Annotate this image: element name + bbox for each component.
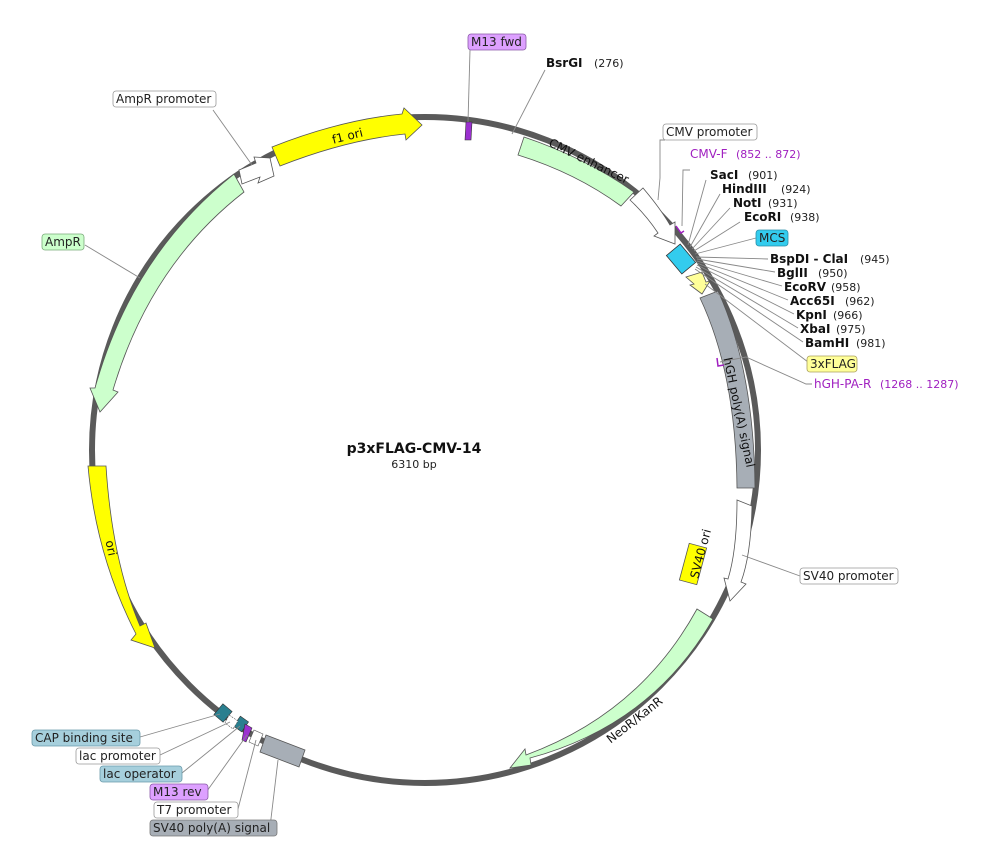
primer-hgh-pa-r-mark xyxy=(716,357,725,367)
primer-cmv-f-mark xyxy=(675,225,685,235)
label-ampr-promoter-box xyxy=(112,90,217,108)
feature-neo-kanr[interactable] xyxy=(509,608,714,769)
label-cap-box xyxy=(31,729,141,747)
site-hindiii[interactable]: HindIII xyxy=(722,182,767,196)
feature-cap-binding-site[interactable] xyxy=(213,703,233,723)
label-ampr-promoter[interactable]: AmpR promoter xyxy=(116,92,211,106)
label-ampr[interactable]: AmpR xyxy=(45,235,81,249)
feature-cmv-promoter[interactable] xyxy=(629,187,676,245)
site-ecori[interactable]: EcoRI xyxy=(744,210,781,224)
label-cap-binding-site[interactable]: CAP binding site xyxy=(35,731,133,745)
label-m13-fwd[interactable]: M13 fwd xyxy=(471,35,522,49)
feature-m13-rev[interactable] xyxy=(241,723,253,743)
feature-ori-label: ori xyxy=(103,539,120,557)
site-hindiii-pos: (924) xyxy=(781,183,811,196)
site-noti[interactable]: NotI xyxy=(733,196,762,210)
site-bspdi-clai[interactable]: BspDI - ClaI xyxy=(770,252,848,266)
site-bglii-pos: (950) xyxy=(818,267,848,280)
feature-ampr-promoter[interactable] xyxy=(238,156,275,185)
primer-hgh-pa-r-pos: (1268 .. 1287) xyxy=(880,378,959,391)
site-xbai-pos: (975) xyxy=(836,323,866,336)
label-lac-promoter-box xyxy=(75,747,161,765)
site-bamhi-pos: (981) xyxy=(856,337,886,350)
site-bglii[interactable]: BglII xyxy=(777,266,808,280)
feature-lac-promoter[interactable] xyxy=(224,714,239,730)
feature-mcs[interactable] xyxy=(665,243,697,275)
label-cmv-promoter-box xyxy=(662,123,758,141)
label-lac-operator[interactable]: lac operator xyxy=(103,767,176,781)
label-mcs[interactable]: MCS xyxy=(759,231,785,245)
label-sv40-promoter-box xyxy=(799,567,899,585)
feature-sv40-polya[interactable] xyxy=(259,734,306,768)
feature-cmv-enhancer[interactable] xyxy=(517,136,635,207)
site-kpni-pos: (966) xyxy=(833,309,863,322)
site-bamhi[interactable]: BamHI xyxy=(805,336,849,350)
site-bsrgi[interactable]: BsrGI xyxy=(546,56,583,70)
plasmid-size: 6310 bp xyxy=(391,458,436,471)
feature-t7-promoter[interactable] xyxy=(248,729,264,747)
site-xbai[interactable]: XbaI xyxy=(800,322,830,336)
plasmid-backbone xyxy=(89,114,761,786)
primer-cmv-f-pos: (852 .. 872) xyxy=(736,148,801,161)
feature-hgh-polya[interactable] xyxy=(699,290,756,489)
label-3xflag-box xyxy=(806,355,858,373)
site-saci-pos: (901) xyxy=(748,169,778,182)
label-3xflag[interactable]: 3xFLAG xyxy=(810,357,856,371)
label-ampr-box xyxy=(41,233,85,251)
label-lac-promoter[interactable]: lac promoter xyxy=(79,749,156,763)
label-t7-promoter[interactable]: T7 promoter xyxy=(156,803,232,817)
feature-f1-ori[interactable] xyxy=(271,107,423,167)
primer-hgh-pa-r[interactable]: hGH-PA-R xyxy=(814,377,871,391)
label-t7-promoter-box xyxy=(153,801,239,819)
site-ecorv[interactable]: EcoRV xyxy=(784,280,827,294)
label-m13-rev[interactable]: M13 rev xyxy=(153,785,202,799)
site-ecorv-pos: (958) xyxy=(831,281,861,294)
label-sv40-promoter[interactable]: SV40 promoter xyxy=(803,569,894,583)
site-saci[interactable]: SacI xyxy=(710,168,738,182)
label-cmv-promoter[interactable]: CMV promoter xyxy=(666,125,753,139)
site-acc65i[interactable]: Acc65I xyxy=(790,294,835,308)
site-bsrgi-pos: (276) xyxy=(594,57,624,70)
plasmid-name: p3xFLAG-CMV-14 xyxy=(347,441,482,457)
label-sv40-polya-box xyxy=(149,819,278,837)
site-bspdi-clai-pos: (945) xyxy=(860,253,890,266)
feature-ori[interactable] xyxy=(87,465,156,649)
feature-sv40-promoter[interactable] xyxy=(723,499,753,602)
site-acc65i-pos: (962) xyxy=(845,295,875,308)
label-sv40-polya[interactable]: SV40 poly(A) signal xyxy=(153,821,270,835)
label-m13-fwd-box xyxy=(467,33,527,51)
site-kpni[interactable]: KpnI xyxy=(796,308,827,322)
site-ecori-pos: (938) xyxy=(790,211,820,224)
label-lac-operator-box xyxy=(99,765,183,783)
feature-sv40-ori[interactable] xyxy=(678,542,708,586)
feature-m13-fwd[interactable] xyxy=(464,121,473,141)
feature-ampr[interactable] xyxy=(89,173,245,413)
site-noti-pos: (931) xyxy=(768,197,798,210)
label-mcs-box xyxy=(755,229,789,247)
primer-cmv-f[interactable]: CMV-F xyxy=(690,147,728,161)
label-m13-rev-box xyxy=(149,783,209,801)
